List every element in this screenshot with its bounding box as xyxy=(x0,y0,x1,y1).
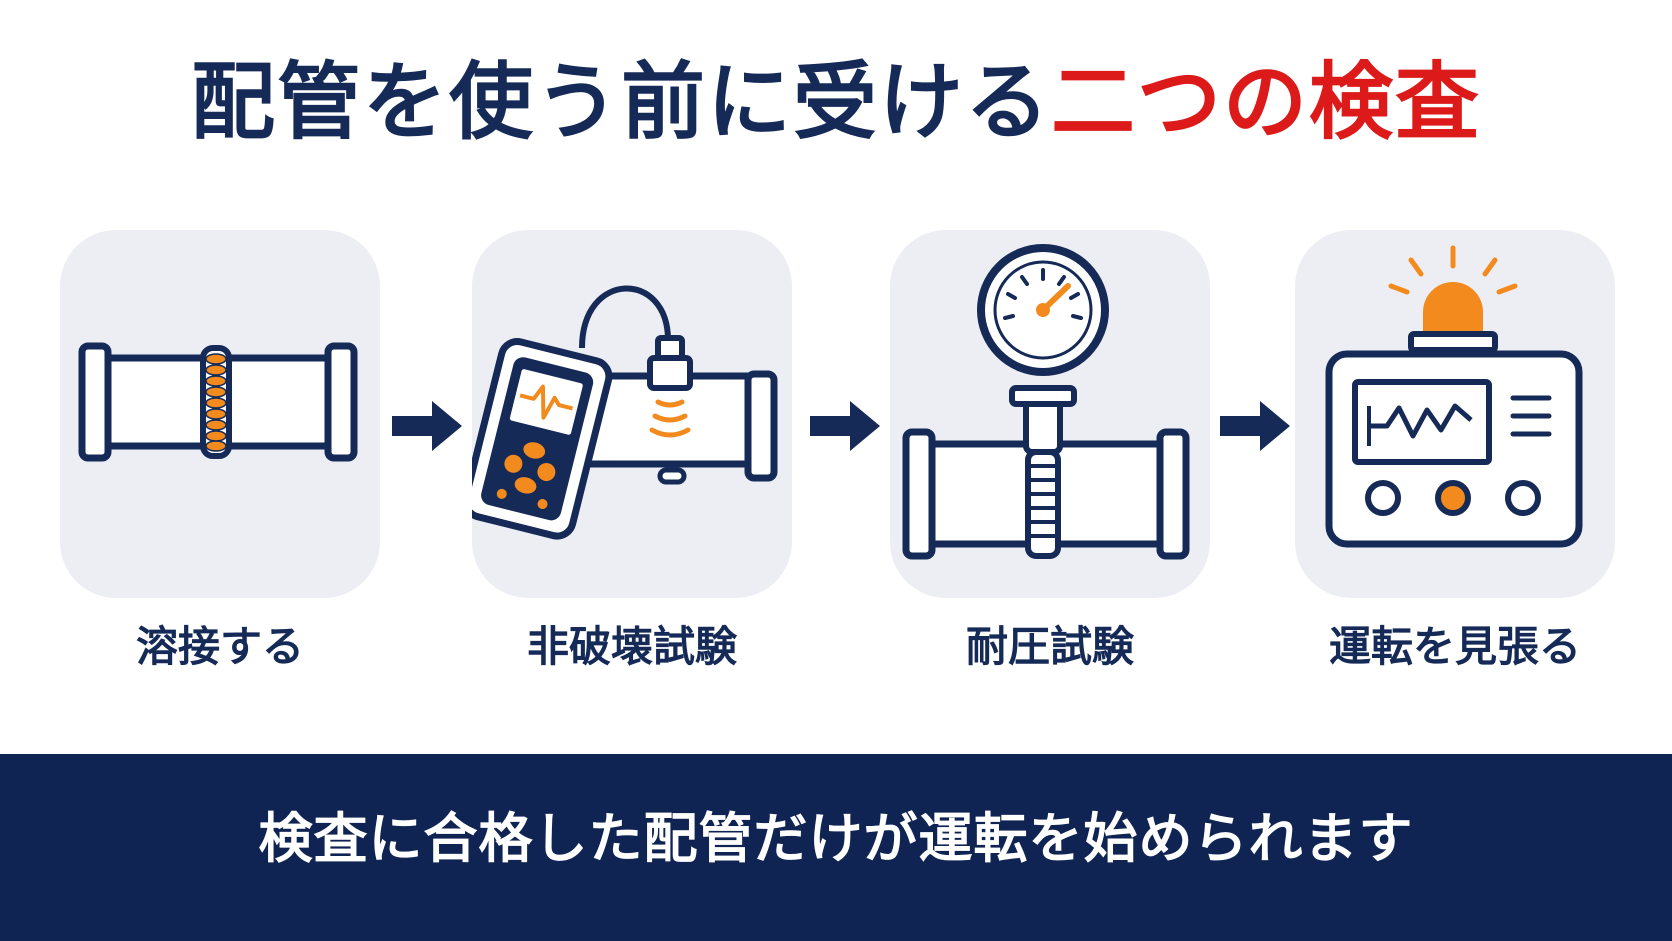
welded-pipe-icon xyxy=(78,342,358,462)
step-card-ndt xyxy=(472,230,792,598)
page-title: 配管を使う前に受ける二つの検査 xyxy=(0,52,1672,153)
step-label-ndt: 非破壊試験 xyxy=(526,622,737,671)
monitor-alarm-icon xyxy=(1325,245,1583,548)
arrow-right-icon xyxy=(810,401,880,451)
footer-text: 検査に合格した配管だけが運転を始められます xyxy=(258,807,1414,870)
title-main: 配管を使う前に受ける xyxy=(190,53,1051,151)
footer-banner xyxy=(0,754,1672,941)
step-card-pressure xyxy=(890,230,1210,598)
step-card-monitor xyxy=(1295,230,1615,598)
step-label-pressure: 耐圧試験 xyxy=(965,622,1134,671)
arrow-right-icon xyxy=(1220,401,1290,451)
ultrasonic-tester-icon xyxy=(472,285,778,540)
pressure-gauge-icon xyxy=(902,244,1190,560)
step-card-welding xyxy=(60,230,380,598)
arrow-right-icon xyxy=(392,401,462,451)
step-label-monitor: 運転を見張る xyxy=(1328,622,1581,671)
title-accent: 二つの検査 xyxy=(1051,53,1482,151)
step-label-welding: 溶接する xyxy=(135,622,304,671)
